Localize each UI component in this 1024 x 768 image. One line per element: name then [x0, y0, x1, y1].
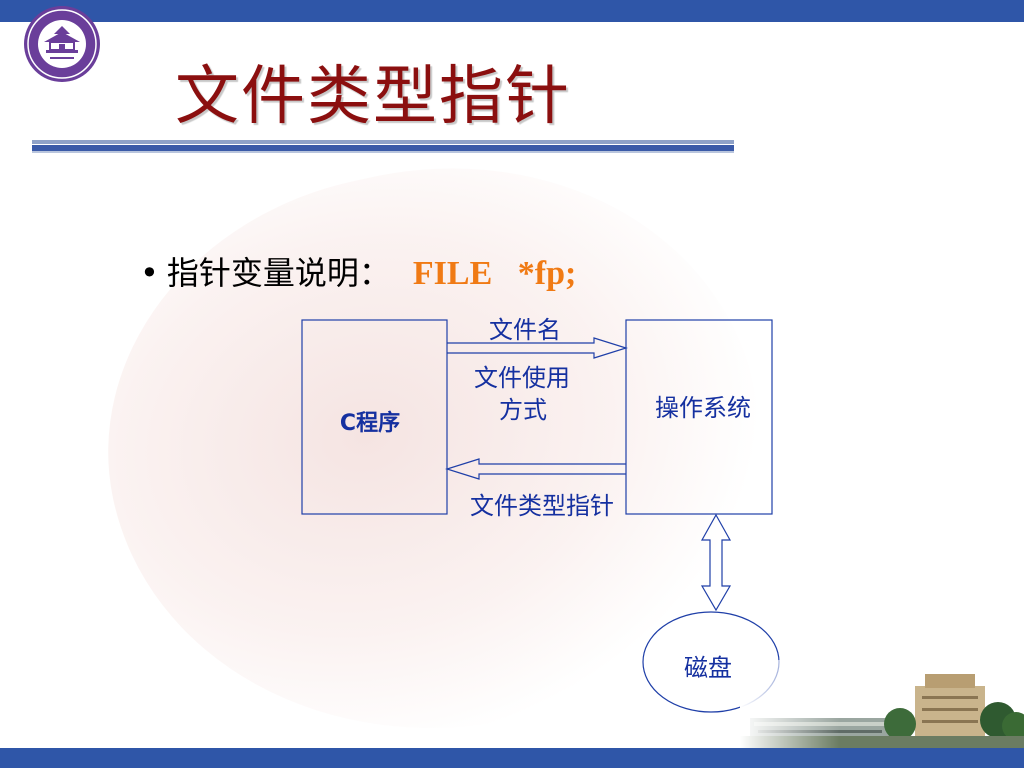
top-band: [0, 0, 1024, 22]
bottom-band: [0, 748, 1024, 768]
bullet-dot: •: [140, 254, 159, 292]
arrow-to-os: [447, 337, 629, 359]
os-box: [625, 319, 773, 515]
disk-label: 磁盘: [684, 654, 732, 682]
c-program-label: C程序: [340, 410, 400, 436]
arrow-mid-label-2: 方式: [499, 396, 547, 424]
slide-title: 文件类型指针: [175, 60, 571, 134]
arrow-mid-label-1: 文件使用: [474, 364, 570, 392]
arrow-top-label: 文件名: [489, 316, 561, 344]
campus-buildings-photo: [740, 660, 1024, 748]
university-seal-icon: [24, 6, 100, 82]
title-underline: [32, 140, 734, 153]
bullet-line: •指针变量说明： FILE *fp;: [140, 254, 576, 295]
c-program-box: [301, 319, 448, 515]
os-label: 操作系统: [655, 394, 751, 422]
arrow-bottom-label: 文件类型指针: [470, 492, 614, 520]
arrow-to-program: [444, 458, 626, 480]
bullet-label: 指针变量说明：: [166, 254, 391, 292]
arrow-os-disk: [700, 513, 732, 612]
bullet-code: FILE *fp;: [412, 255, 577, 292]
